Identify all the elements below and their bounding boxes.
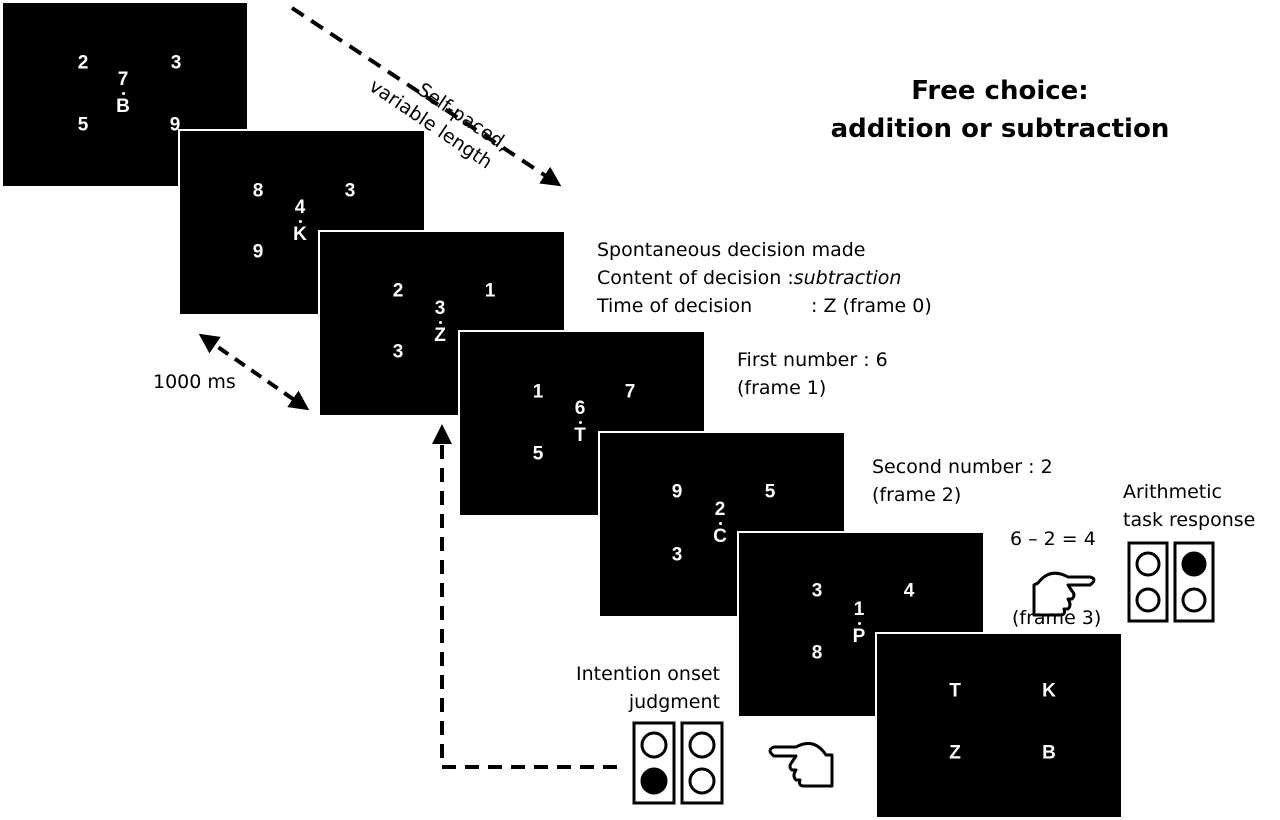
center-letter: C [713, 526, 727, 547]
center-number: 7 [117, 69, 129, 90]
intention-response-pad [632, 721, 724, 805]
equation-label: 6 – 2 = 4 [1010, 528, 1096, 550]
fixation-dot [438, 321, 442, 324]
center-number: 2 [714, 499, 726, 520]
diagram-title: Free choice: addition or subtraction [780, 72, 1220, 148]
intention-annotation: Intention onset judgment [540, 660, 720, 716]
digit-top-left: 2 [392, 280, 404, 302]
decision-line-1: Spontaneous decision made [597, 239, 866, 261]
first-number-line-1: First number : 6 [737, 349, 888, 371]
decision-content-label: Content of decision : [597, 267, 794, 289]
center-number: 4 [294, 197, 306, 218]
interval-arrow [198, 333, 310, 411]
title-line-2: addition or subtraction [830, 114, 1170, 144]
digit-bottom-left: 9 [252, 241, 264, 263]
button-right-top [688, 731, 716, 759]
fixation-dot [857, 622, 861, 625]
frame-3-label: (frame 3) [1012, 607, 1102, 629]
letter-top-left: T [949, 680, 961, 702]
center-stimulus: 4 K [290, 198, 310, 244]
center-letter: K [293, 224, 307, 245]
decision-line-3: Time of decision : Z (frame 0) [597, 292, 932, 320]
intention-line-2: judgment [628, 691, 720, 713]
button-right-top [1181, 551, 1207, 577]
decision-annotation: Spontaneous decision made Content of dec… [597, 236, 932, 320]
arithmetic-annotation: Arithmetic task response [1123, 478, 1255, 534]
digit-top-left: 1 [532, 381, 544, 403]
button-left-bottom [1135, 587, 1161, 613]
button-right-bottom [688, 767, 716, 795]
center-number: 6 [574, 398, 586, 419]
digit-top-right: 3 [344, 180, 356, 202]
hand-pointing-right-icon [1032, 571, 1096, 617]
digit-top-right: 4 [903, 580, 915, 602]
center-letter: P [852, 626, 866, 647]
digit-bottom-left: 3 [392, 341, 404, 363]
fixation-dot [718, 522, 722, 525]
center-stimulus: 7 B [113, 70, 133, 116]
digit-top-right: 3 [170, 52, 182, 74]
first-number-annotation: First number : 6 (frame 1) [737, 346, 888, 402]
first-number-line-2: (frame 1) [737, 377, 827, 399]
second-number-annotation: Second number : 2 (frame 2) [872, 453, 1053, 509]
fixation-dot [298, 220, 302, 223]
letter-recall-frame: T K Z B [877, 634, 1121, 817]
button-left-top [1135, 551, 1161, 577]
hand-pointing-left-icon [768, 741, 834, 788]
button-right-bottom [1181, 587, 1207, 613]
digit-top-right: 5 [764, 481, 776, 503]
self-paced-arrow [290, 6, 562, 187]
second-number-line-2: (frame 2) [872, 484, 962, 506]
decision-time-label: Time of decision [597, 295, 753, 317]
decision-time-value: : Z (frame 0) [811, 295, 932, 317]
arithmetic-response-pad [1127, 541, 1215, 623]
digit-bottom-left: 5 [532, 443, 544, 465]
digit-bottom-right: 9 [169, 114, 181, 136]
second-number-line-1: Second number : 2 [872, 456, 1053, 478]
digit-top-left: 8 [252, 180, 264, 202]
center-stimulus: 2 C [710, 500, 730, 546]
button-left-bottom [640, 767, 668, 795]
digit-top-left: 9 [671, 481, 683, 503]
intention-line-1: Intention onset [576, 663, 720, 685]
center-stimulus: 6 T [570, 399, 590, 445]
interval-label: 1000 ms [153, 371, 236, 393]
center-stimulus: 1 P [849, 600, 869, 646]
decision-line-2: Content of decision :subtraction [597, 264, 932, 292]
center-letter: T [574, 425, 586, 446]
digit-top-left: 2 [77, 52, 89, 74]
fixation-dot [578, 421, 582, 424]
button-left-top [640, 731, 668, 759]
title-line-1: Free choice: [911, 76, 1089, 106]
digit-bottom-left: 5 [77, 114, 89, 136]
center-number: 3 [434, 298, 446, 319]
fixation-dot [121, 92, 125, 95]
center-letter: B [116, 96, 130, 117]
arithmetic-line-2: task response [1123, 509, 1256, 531]
decision-content-value: subtraction [793, 267, 902, 289]
intention-onset-arrow [432, 424, 617, 769]
letter-bottom-right: B [1042, 742, 1056, 764]
digit-top-right: 1 [484, 280, 496, 302]
digit-top-left: 3 [811, 580, 823, 602]
digit-bottom-left: 8 [811, 642, 823, 664]
arithmetic-line-1: Arithmetic [1123, 481, 1222, 503]
digit-bottom-left: 3 [671, 544, 683, 566]
center-stimulus: 3 Z [430, 299, 450, 345]
center-number: 1 [853, 599, 865, 620]
letter-top-right: K [1042, 680, 1056, 702]
letter-bottom-left: Z [949, 742, 961, 764]
digit-top-right: 7 [624, 381, 636, 403]
center-letter: Z [434, 325, 446, 346]
